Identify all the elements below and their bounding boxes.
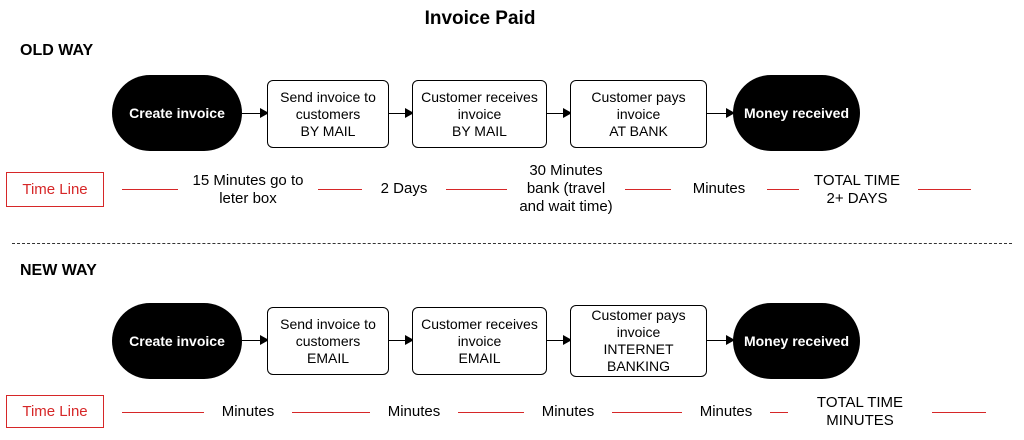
new-arrow-2: [389, 335, 414, 345]
new-customer-receives-node: Customer receives invoice EMAIL: [412, 307, 547, 375]
new-create-invoice-node: Create invoice: [112, 303, 242, 379]
old-timeline-segment: [767, 189, 799, 190]
new-timeline-segment: [612, 412, 682, 413]
old-timeline-item-3: 30 Minutes bank (travel and wait time): [519, 162, 613, 215]
new-customer-pays-text: Customer pays invoice INTERNET BANKING: [591, 307, 686, 374]
new-timeline-segment: [122, 412, 204, 413]
old-arrow-2: [389, 108, 414, 118]
old-arrow-3: [547, 108, 572, 118]
old-customer-pays-node: Customer pays invoice AT BANK: [570, 80, 707, 148]
old-customer-receives-text: Customer receives invoice BY MAIL: [421, 88, 538, 139]
new-timeline-label: Time Line: [6, 395, 104, 428]
old-timeline-segment: [918, 189, 971, 190]
section-divider: [12, 243, 1012, 244]
new-send-invoice-text: Send invoice to customers EMAIL: [280, 315, 376, 366]
new-timeline-item-4: Minutes: [699, 403, 753, 420]
old-timeline-item-5: TOTAL TIME 2+ DAYS: [813, 172, 901, 207]
old-send-invoice-node: Send invoice to customers BY MAIL: [267, 80, 389, 148]
old-timeline-item-4: Minutes: [692, 180, 746, 197]
old-timeline-segment: [318, 189, 362, 190]
old-arrow-1: [242, 108, 269, 118]
old-customer-pays-text: Customer pays invoice AT BANK: [591, 88, 686, 139]
old-timeline-label: Time Line: [6, 172, 104, 207]
old-arrow-4: [707, 108, 735, 118]
diagram-title: Invoice Paid: [424, 8, 536, 29]
old-customer-receives-node: Customer receives invoice BY MAIL: [412, 80, 547, 148]
new-timeline-segment: [770, 412, 788, 413]
old-money-received-node: Money received: [733, 75, 860, 151]
new-arrow-1: [242, 335, 269, 345]
new-arrow-3: [547, 335, 572, 345]
new-arrow-4: [707, 335, 735, 345]
new-timeline-item-3: Minutes: [541, 403, 595, 420]
new-money-received-node: Money received: [733, 303, 860, 379]
new-customer-pays-node: Customer pays invoice INTERNET BANKING: [570, 305, 707, 377]
old-timeline-item-2: 2 Days: [380, 180, 428, 197]
new-timeline-segment: [932, 412, 986, 413]
old-timeline-segment: [625, 189, 671, 190]
old-timeline-segment: [446, 189, 507, 190]
old-way-heading: OLD WAY: [20, 42, 94, 59]
new-timeline-segment: [292, 412, 370, 413]
new-send-invoice-node: Send invoice to customers EMAIL: [267, 307, 389, 375]
old-timeline-segment: [122, 189, 178, 190]
new-customer-receives-text: Customer receives invoice EMAIL: [421, 315, 538, 366]
new-way-heading: NEW WAY: [20, 262, 97, 279]
new-timeline-item-2: Minutes: [387, 403, 441, 420]
old-timeline-item-1: 15 Minutes go to leter box: [192, 172, 304, 207]
new-timeline-item-1: Minutes: [221, 403, 275, 420]
new-timeline-segment: [458, 412, 524, 413]
old-create-invoice-node: Create invoice: [112, 75, 242, 151]
old-send-invoice-text: Send invoice to customers BY MAIL: [280, 88, 376, 139]
new-timeline-item-5: TOTAL TIME MINUTES: [816, 394, 904, 429]
